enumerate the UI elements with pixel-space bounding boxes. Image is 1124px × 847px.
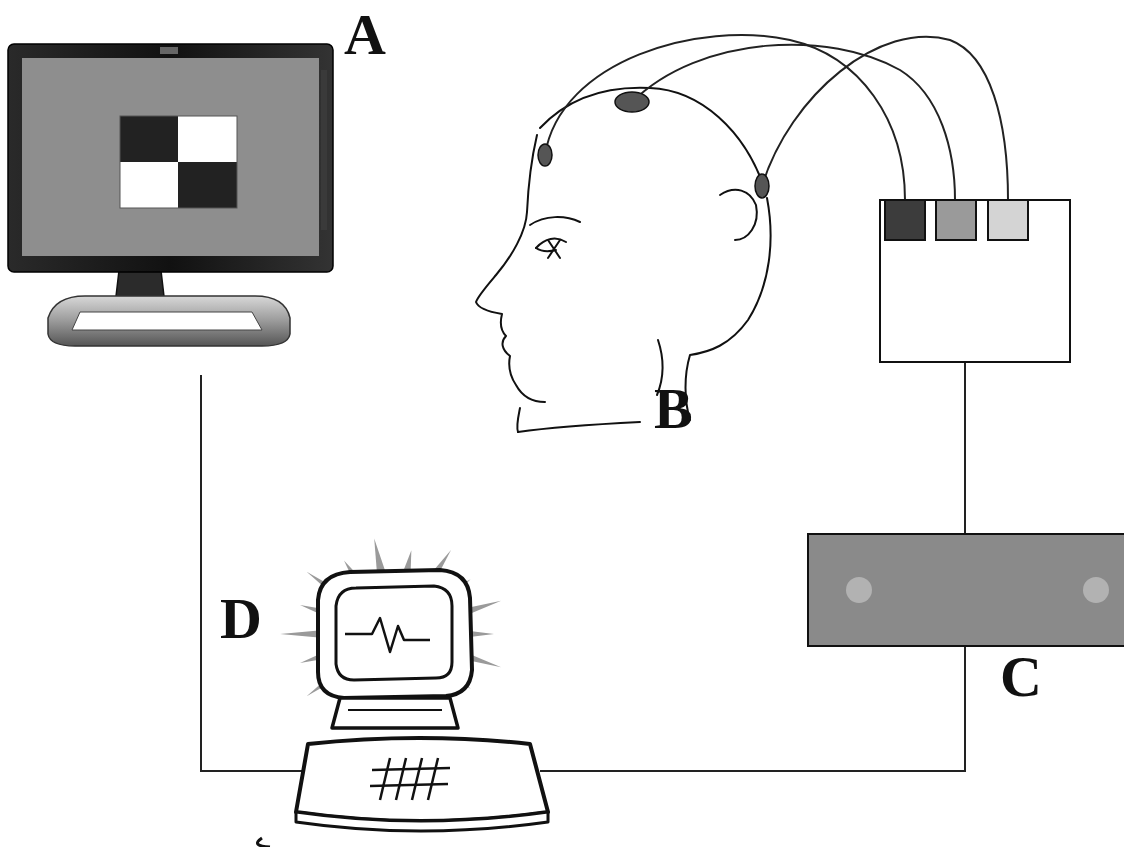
amplifier-part xyxy=(808,534,1124,646)
electrode-box-part xyxy=(885,200,925,240)
electrode-wire xyxy=(545,35,1008,200)
head-part xyxy=(540,88,765,190)
electrode-box-part xyxy=(880,200,1070,362)
computer-part xyxy=(345,618,430,652)
head-part xyxy=(548,240,560,258)
amplifier-part xyxy=(1083,577,1109,603)
head-part xyxy=(517,408,520,432)
head-part xyxy=(476,135,545,402)
electrode xyxy=(538,92,769,198)
head-part xyxy=(530,217,580,225)
computer-part xyxy=(428,758,438,800)
head-part xyxy=(518,422,640,432)
computer xyxy=(258,539,549,847)
computer-part xyxy=(370,784,448,786)
monitor-part xyxy=(8,44,333,272)
computer-part xyxy=(332,698,458,728)
electrode-wire-part xyxy=(762,37,1008,200)
amplifier xyxy=(808,534,1124,646)
head-part xyxy=(720,190,757,240)
electrode-part xyxy=(615,92,649,112)
monitor-part xyxy=(178,116,237,162)
monitor-part xyxy=(120,116,178,162)
computer-part xyxy=(396,758,406,800)
part-letter: D xyxy=(220,590,262,648)
computer-part xyxy=(412,758,422,800)
computer-part xyxy=(296,812,548,831)
computer-part xyxy=(380,758,390,800)
electrode-box xyxy=(880,200,1070,362)
monitor-part xyxy=(48,296,290,346)
monitor-part xyxy=(120,162,178,208)
head-part xyxy=(536,248,556,251)
head xyxy=(476,88,771,432)
computer-part xyxy=(348,709,442,711)
part-letter: C xyxy=(1000,648,1042,706)
monitor-part xyxy=(321,70,327,230)
head-part xyxy=(686,198,771,420)
monitor-part xyxy=(178,162,237,208)
electrode-box-part xyxy=(988,200,1028,240)
computer-part xyxy=(318,570,472,698)
computer-part xyxy=(258,838,271,847)
wire-part xyxy=(964,362,966,534)
part-letter: B xyxy=(654,380,693,438)
monitor-part xyxy=(22,58,319,256)
computer-part xyxy=(372,768,450,770)
computer-part xyxy=(370,758,450,800)
monitor xyxy=(8,44,333,346)
wire-part xyxy=(201,375,305,771)
wire-part xyxy=(540,646,965,771)
electrode-part xyxy=(538,144,552,166)
electrode-box-part xyxy=(936,200,976,240)
monitor-part xyxy=(160,47,178,54)
computer-part xyxy=(296,738,548,821)
monitor-part xyxy=(120,116,237,208)
computer-part xyxy=(280,539,501,730)
electrode-part xyxy=(755,174,769,198)
electrode-wire-part xyxy=(545,35,905,200)
computer-part xyxy=(336,586,452,680)
monitor-part xyxy=(72,312,262,330)
amplifier-part xyxy=(846,577,872,603)
part-letter: A xyxy=(344,6,386,64)
